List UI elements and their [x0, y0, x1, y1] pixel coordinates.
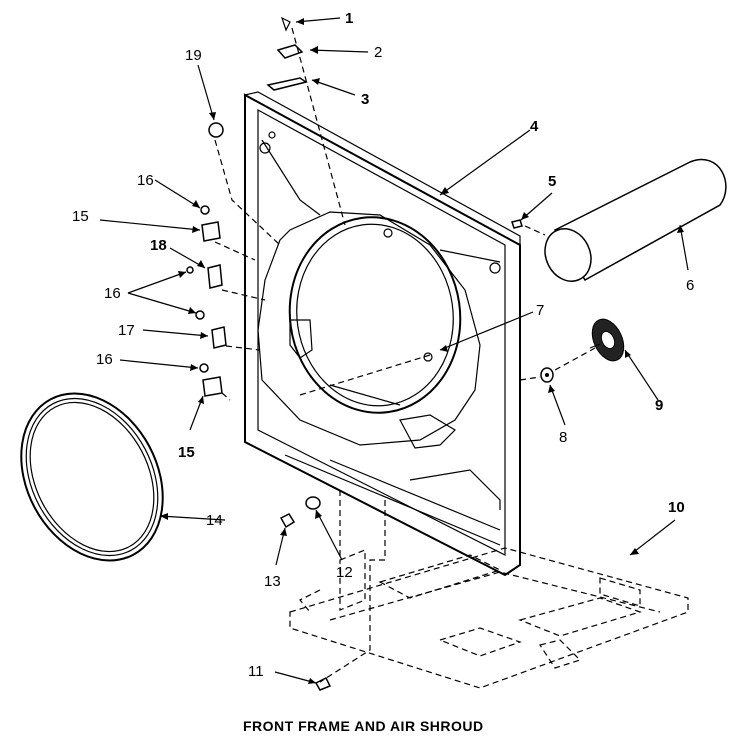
label-16-top: 16	[137, 172, 154, 189]
label-10: 10	[668, 499, 685, 516]
label-3: 3	[361, 91, 369, 108]
label-1: 1	[345, 10, 353, 27]
label-2: 2	[374, 44, 382, 61]
label-16-middle: 16	[104, 285, 121, 302]
air-shroud	[257, 211, 481, 449]
label-6: 6	[686, 277, 694, 294]
label-5: 5	[548, 173, 556, 190]
label-7: 7	[536, 302, 544, 319]
assembly-lines	[214, 27, 596, 683]
hardware	[186, 16, 523, 691]
label-15-top: 15	[72, 208, 89, 225]
label-4: 4	[530, 118, 539, 135]
label-19: 19	[185, 47, 202, 64]
diagram-caption: FRONT FRAME AND AIR SHROUD	[243, 718, 484, 734]
label-17: 17	[118, 322, 135, 339]
label-11: 11	[248, 663, 264, 680]
label-14: 14	[206, 512, 223, 529]
leader-lines	[99, 17, 689, 684]
label-15-bottom: 15	[178, 444, 195, 461]
label-12: 12	[336, 564, 353, 581]
duct-cylinder	[544, 158, 727, 282]
label-9: 9	[655, 397, 663, 414]
label-18: 18	[150, 237, 167, 254]
label-13: 13	[264, 573, 281, 590]
drum-seal-ring	[20, 392, 164, 562]
front-frame	[244, 91, 521, 577]
label-8: 8	[559, 429, 567, 446]
label-16-bottom: 16	[96, 351, 113, 368]
pulley-wheel	[589, 318, 625, 362]
